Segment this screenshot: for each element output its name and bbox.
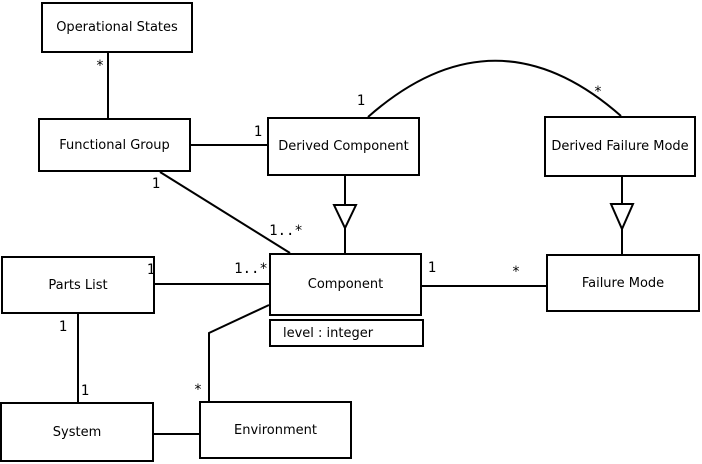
class-name-label: Failure Mode (581, 275, 665, 291)
multiplicity-label: 1 (151, 176, 161, 192)
edge-component-environment (208, 304, 270, 401)
class-component[interactable]: Component (269, 253, 422, 316)
generalization-triangle-failure-mode (609, 203, 635, 232)
multiplicity-label: 1 (356, 93, 366, 109)
multiplicity-label: 1 (58, 319, 68, 335)
multiplicity-label: 1..* (269, 223, 303, 239)
class-name-label: Operational States (56, 20, 178, 35)
edge-derived-component-derived-failure-mode-arc (367, 59, 622, 118)
class-name-label: System (52, 424, 102, 440)
class-name-label: Functional Group (59, 137, 170, 153)
class-derived-component[interactable]: Derived Component (267, 117, 420, 176)
multiplicity-label: 1 (253, 124, 263, 140)
class-attribute-label: level : integer (283, 325, 374, 341)
class-functional-group[interactable]: Functional Group (38, 118, 191, 172)
generalization-triangle-component (332, 204, 358, 231)
class-name-label: Environment (233, 422, 317, 438)
multiplicity-label: 1..* (234, 261, 268, 277)
multiplicity-label: * (95, 58, 105, 74)
multiplicity-label: * (193, 382, 203, 398)
edge-functional-group-component (159, 171, 291, 254)
class-name-label: Parts List (48, 277, 108, 293)
class-derived-failure-mode[interactable]: Derived Failure Mode (544, 116, 696, 177)
class-environment[interactable]: Environment (199, 401, 352, 459)
class-operational-states[interactable]: Operational States (41, 2, 193, 53)
class-parts-list[interactable]: Parts List (1, 256, 155, 314)
class-system[interactable]: System (0, 402, 154, 462)
class-component-attributes[interactable]: level : integer (269, 319, 424, 347)
multiplicity-label: * (593, 84, 603, 100)
multiplicity-label: 1 (80, 383, 90, 399)
multiplicity-label: 1 (146, 262, 156, 278)
class-name-label: Component (307, 277, 384, 292)
class-name-label: Derived Component (278, 139, 409, 154)
class-failure-mode[interactable]: Failure Mode (546, 254, 700, 312)
class-name-label: Derived Failure Mode (551, 139, 689, 154)
multiplicity-label: * (511, 264, 521, 280)
multiplicity-label: 1 (427, 260, 437, 276)
